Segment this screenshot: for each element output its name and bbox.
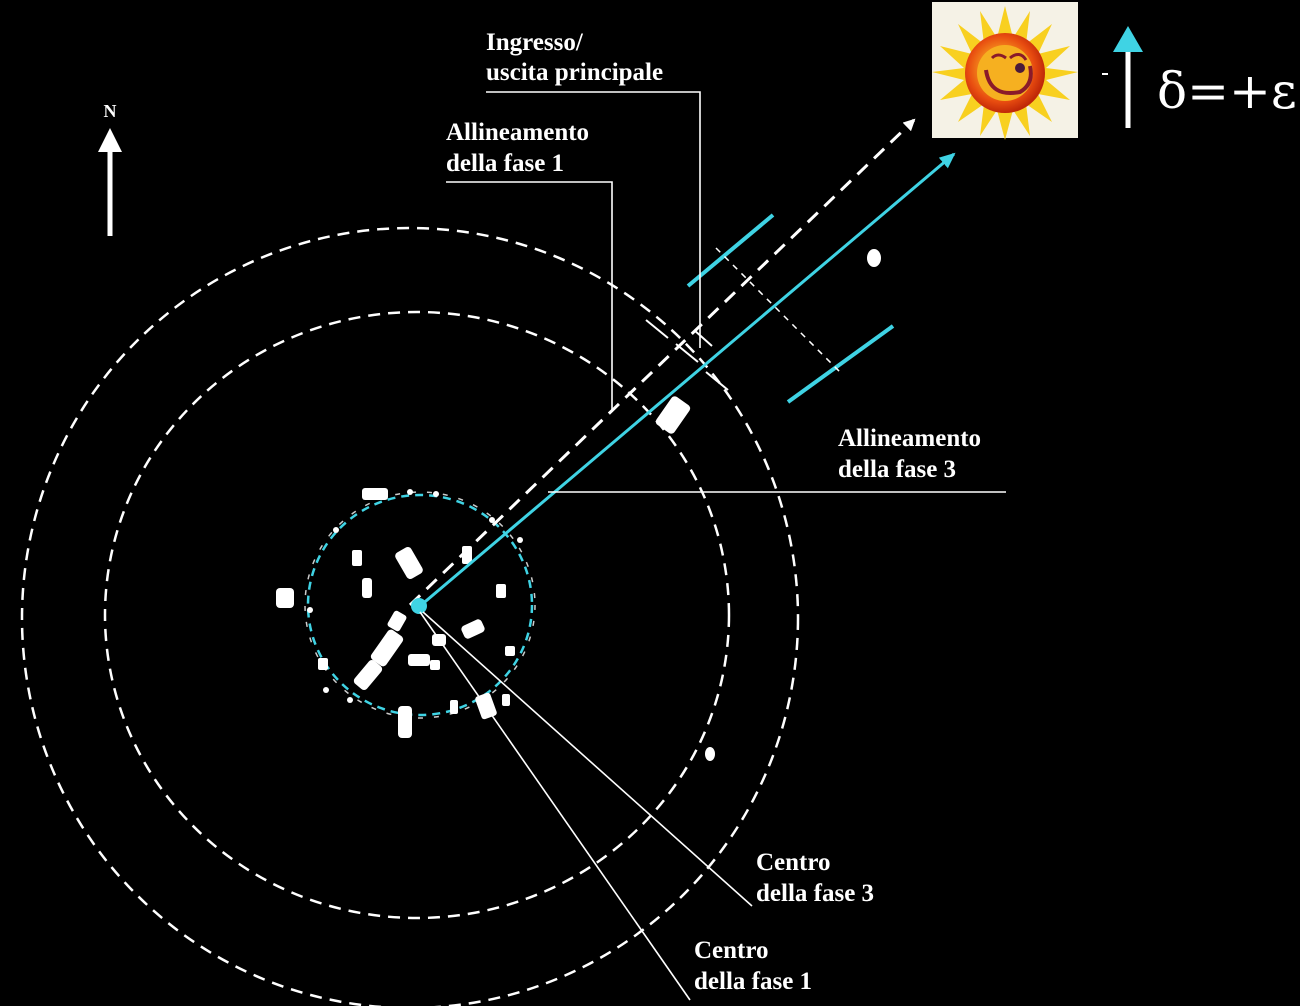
entrance-markers	[645, 319, 729, 391]
north-arrow-icon	[98, 128, 122, 236]
avenue-banks	[686, 213, 895, 404]
phase1-alignment-line	[408, 118, 916, 607]
phase3-alignment-line	[419, 152, 956, 608]
up-arrow-icon	[1102, 26, 1143, 128]
ditch-ring	[103, 310, 731, 920]
label-entrance-line2: uscita principale	[486, 59, 663, 86]
labels: Ingresso/ uscita principale Allineamento…	[446, 29, 981, 995]
label-center1-line1: Centro	[694, 937, 769, 964]
north-arrow: N	[98, 101, 122, 236]
north-label: N	[104, 101, 117, 121]
label-align3-line1: Allineamento	[838, 425, 981, 452]
declination-formula: δ=+ε	[1157, 62, 1297, 120]
label-entrance-line1: Ingresso/	[486, 29, 584, 56]
label-align1-line2: della fase 1	[446, 150, 564, 177]
leader-lines	[419, 91, 1006, 1001]
center-marker	[411, 598, 427, 614]
label-align3-line2: della fase 3	[838, 456, 956, 483]
sarsen-circle	[304, 491, 536, 719]
label-center3-line1: Centro	[756, 849, 831, 876]
outer-bank-ring	[20, 226, 800, 1006]
label-center3-line2: della fase 3	[756, 880, 874, 907]
label-center1-line2: della fase 1	[694, 968, 812, 995]
sun-icon	[932, 2, 1078, 140]
label-align1-line1: Allineamento	[446, 119, 589, 146]
